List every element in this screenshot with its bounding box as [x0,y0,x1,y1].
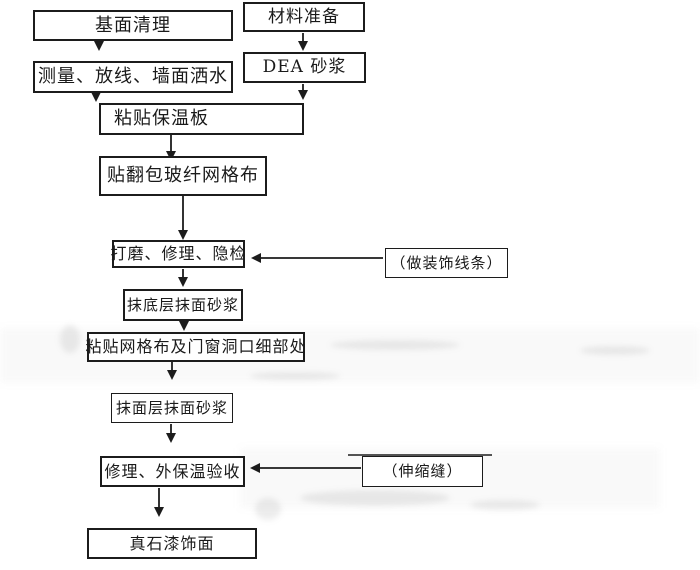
node-real-stone-paint-finish: 真石漆饰面 [87,528,257,559]
node-expansion-joint: （伸缩缝） [362,456,483,487]
node-finish-coat-mortar: 抹面层抹面砂浆 [111,393,233,423]
node-decorative-moulding: （做装饰线条） [385,248,508,278]
node-paste-insulation-board: 粘贴保温板 [99,103,304,135]
scan-artifact [470,500,540,510]
scan-artifact [580,346,650,355]
node-repair-insulation-accept: 修理、外保温验收 [100,456,245,487]
node-base-coat-mortar: 抹底层抹面砂浆 [123,289,243,321]
scan-artifact [255,498,281,520]
scan-artifact [330,340,460,350]
node-dea-mortar: DEA 砂浆 [243,52,366,83]
node-mesh-and-opening-details: 粘贴网格布及门窗洞口细部处 [86,332,306,362]
node-base-surface-cleaning: 基面清理 [33,10,233,41]
scan-artifact [300,490,450,506]
node-grind-repair-inspect: 打磨、修理、隐检 [111,240,246,268]
node-measure-setline-spray: 测量、放线、墙面洒水 [33,61,233,93]
scan-artifact [60,325,80,353]
node-wrap-fiberglass-mesh: 贴翻包玻纤网格布 [99,156,267,196]
node-material-preparation: 材料准备 [243,2,365,32]
scan-artifact [250,372,340,380]
